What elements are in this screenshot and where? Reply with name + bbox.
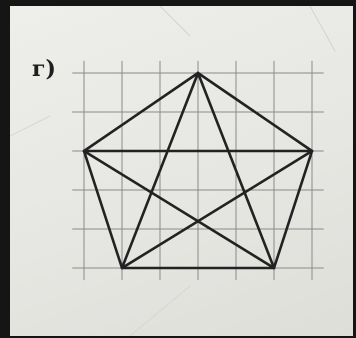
pentagon-edge (82, 71, 200, 153)
pentagon-edge (196, 71, 314, 153)
exercise-label: г) (32, 56, 56, 82)
background-faint-lines (10, 6, 336, 336)
faint-line (129, 285, 191, 336)
star-diagonal (196, 71, 276, 270)
textbook-page: г) (10, 6, 353, 336)
pentagon-edge (82, 149, 124, 270)
faint-line (309, 6, 336, 52)
square-grid (72, 60, 324, 281)
star-diagonal (82, 149, 276, 270)
pentagon-grid-diagram (10, 6, 336, 336)
faint-line (10, 115, 51, 137)
star-diagonal (120, 149, 314, 270)
pentagon-edge (272, 149, 314, 270)
pentagon-with-star (82, 71, 314, 270)
faint-line (159, 6, 191, 37)
star-diagonal (120, 71, 200, 270)
